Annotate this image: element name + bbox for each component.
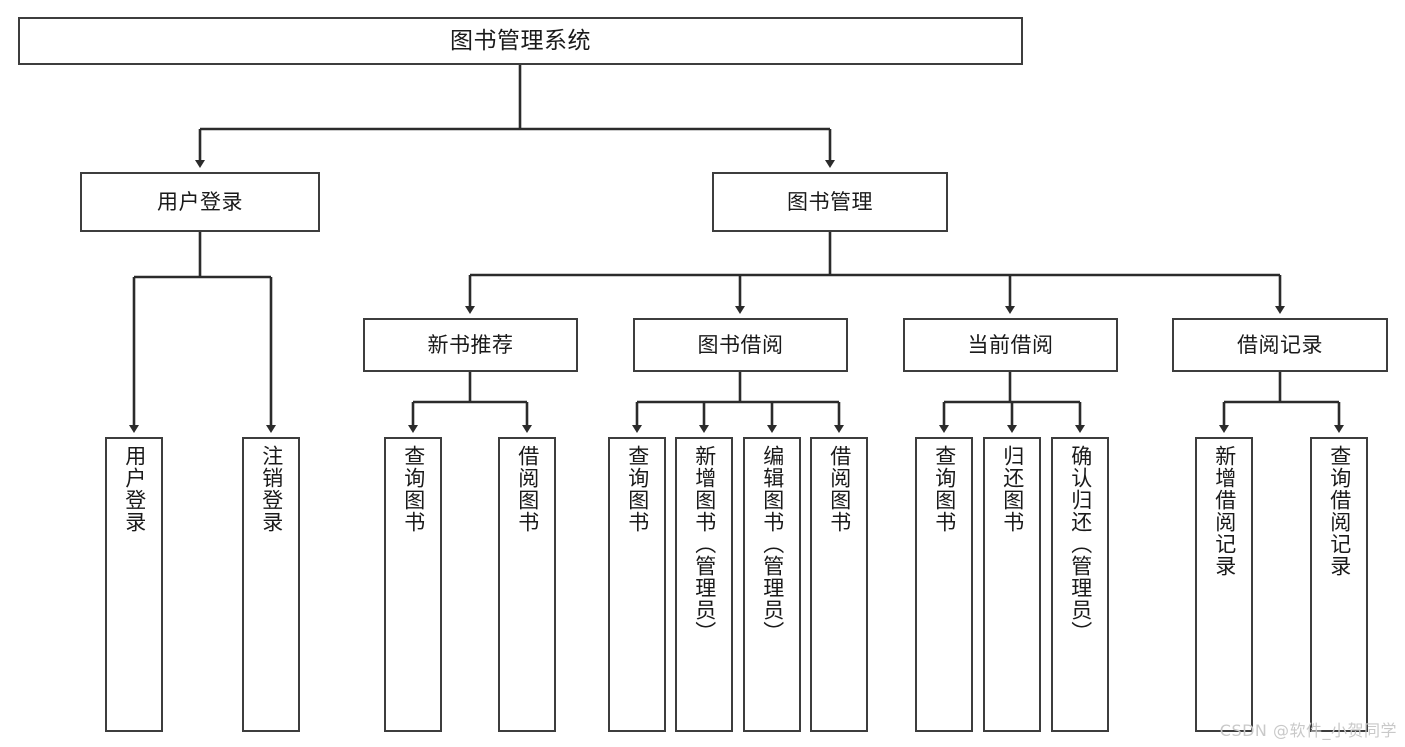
node-label: 新增借阅记录	[1212, 445, 1237, 577]
node-user-login[interactable]: 用户登录	[80, 172, 320, 232]
node-label: 借阅图书	[515, 445, 540, 533]
node-label: 用户登录	[157, 189, 243, 214]
node-label: 编辑图书（管理员）	[760, 445, 785, 643]
node-leaf-add-borrow-record[interactable]: 新增借阅记录	[1195, 437, 1253, 732]
node-leaf-borrow-book-recommend[interactable]: 借阅图书	[498, 437, 556, 732]
node-leaf-return-book[interactable]: 归还图书	[983, 437, 1041, 732]
node-label: 查询借阅记录	[1327, 445, 1352, 577]
node-label: 确认归还（管理员）	[1068, 445, 1093, 643]
node-label: 当前借阅	[967, 332, 1054, 357]
node-label: 查询图书	[625, 445, 650, 533]
node-label: 图书管理	[787, 189, 873, 214]
node-leaf-edit-book-admin[interactable]: 编辑图书（管理员）	[743, 437, 801, 732]
node-label: 查询图书	[932, 445, 957, 533]
node-label: 新增图书（管理员）	[692, 445, 717, 643]
node-leaf-query-book-recommend[interactable]: 查询图书	[384, 437, 442, 732]
node-group-book-borrow[interactable]: 图书借阅	[633, 318, 848, 372]
node-label: 用户登录	[122, 445, 147, 533]
node-label: 归还图书	[1000, 445, 1025, 533]
node-leaf-user-login[interactable]: 用户登录	[105, 437, 163, 732]
node-root-system[interactable]: 图书管理系统	[18, 17, 1023, 65]
node-leaf-query-book-current[interactable]: 查询图书	[915, 437, 973, 732]
node-label: 注销登录	[259, 445, 284, 533]
node-label: 借阅图书	[827, 445, 852, 533]
node-group-borrow-record[interactable]: 借阅记录	[1172, 318, 1388, 372]
node-group-current-borrow[interactable]: 当前借阅	[903, 318, 1118, 372]
node-label: 查询图书	[401, 445, 426, 533]
node-label: 图书借阅	[697, 332, 784, 357]
watermark: CSDN @软件_小贺同学	[1219, 721, 1397, 740]
node-group-new-book-recommend[interactable]: 新书推荐	[363, 318, 578, 372]
node-leaf-confirm-return-admin[interactable]: 确认归还（管理员）	[1051, 437, 1109, 732]
node-leaf-add-book-admin[interactable]: 新增图书（管理员）	[675, 437, 733, 732]
node-leaf-query-book-borrow[interactable]: 查询图书	[608, 437, 666, 732]
node-leaf-query-borrow-record[interactable]: 查询借阅记录	[1310, 437, 1368, 732]
node-leaf-logout[interactable]: 注销登录	[242, 437, 300, 732]
node-label: 图书管理系统	[450, 27, 591, 54]
node-leaf-borrow-book[interactable]: 借阅图书	[810, 437, 868, 732]
node-book-management[interactable]: 图书管理	[712, 172, 948, 232]
node-label: 新书推荐	[427, 332, 514, 357]
node-label: 借阅记录	[1237, 332, 1323, 357]
